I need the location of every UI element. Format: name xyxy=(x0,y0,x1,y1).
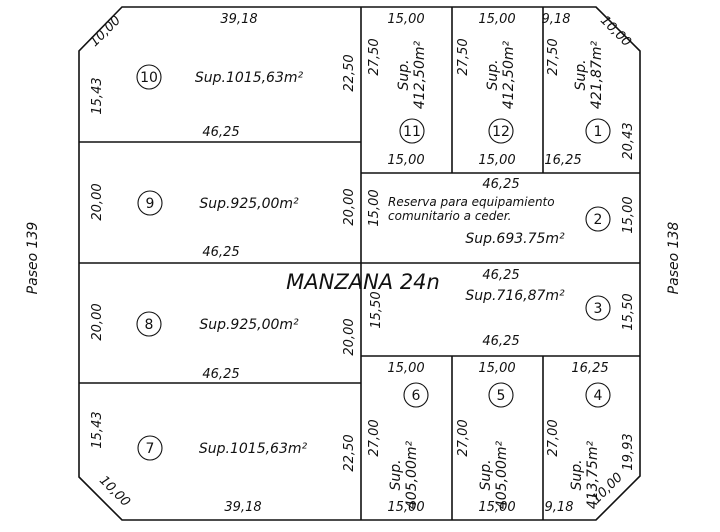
lot-number: 7 xyxy=(146,441,155,457)
svg-text:9,18: 9,18 xyxy=(545,500,574,515)
svg-text:Sup.: Sup. xyxy=(569,459,585,490)
svg-text:405,00m²: 405,00m² xyxy=(404,441,420,510)
lot-number-circles xyxy=(136,64,611,461)
svg-text:Sup.: Sup. xyxy=(478,459,494,490)
lot-area: Sup.925,00m² xyxy=(199,196,299,212)
lot-number: 3 xyxy=(594,301,603,317)
horizontal-dimensions: 39,18 15,00 15,00 9,18 46,25 15,00 15,00… xyxy=(202,12,608,515)
lot-number: 8 xyxy=(145,317,154,333)
lot-area: Sup.925,00m² xyxy=(199,317,299,333)
lot-number: 4 xyxy=(594,388,603,404)
svg-text:15,43: 15,43 xyxy=(90,411,105,448)
block-title: MANZANA 24n xyxy=(286,270,440,294)
svg-text:46,25: 46,25 xyxy=(202,245,239,260)
lot-number: 10 xyxy=(140,70,158,86)
lot-number: 5 xyxy=(497,388,506,404)
svg-text:15,00: 15,00 xyxy=(387,12,424,27)
lot-area: Sup.716,87m² xyxy=(465,288,565,304)
svg-text:16,25: 16,25 xyxy=(571,361,608,376)
svg-text:46,25: 46,25 xyxy=(202,367,239,382)
svg-text:16,25: 16,25 xyxy=(544,153,581,168)
svg-text:20,00: 20,00 xyxy=(342,188,357,225)
svg-text:10,00: 10,00 xyxy=(87,13,124,50)
lot-number: 12 xyxy=(492,124,510,140)
lot-area-rotated: Sup. 412,50m² xyxy=(396,41,428,110)
lot-area-rotated: Sup. 412,50m² xyxy=(485,41,517,110)
svg-text:15,00: 15,00 xyxy=(478,153,515,168)
lot-number: 1 xyxy=(594,124,603,140)
svg-text:15,50: 15,50 xyxy=(621,293,636,330)
svg-text:27,00: 27,00 xyxy=(546,419,561,456)
lot-area-rotated: Sup. 405,00m² xyxy=(388,441,420,510)
street-label-right: Paseo 138 xyxy=(666,222,682,295)
svg-text:15,00: 15,00 xyxy=(387,500,424,515)
svg-text:Sup.: Sup. xyxy=(396,59,412,90)
lot-number: 11 xyxy=(403,124,421,140)
vertical-dimensions: 15,43 22,50 27,50 27,50 27,50 20,43 20,0… xyxy=(90,38,636,471)
lot-number: 6 xyxy=(412,388,421,404)
svg-text:15,00: 15,00 xyxy=(387,153,424,168)
svg-text:27,00: 27,00 xyxy=(456,419,471,456)
svg-text:20,00: 20,00 xyxy=(90,303,105,340)
svg-text:20,00: 20,00 xyxy=(90,183,105,220)
lot-area: Sup.1015,63m² xyxy=(199,441,308,457)
lot-area-rotated: Sup. 405,00m² xyxy=(478,441,510,510)
svg-text:27,50: 27,50 xyxy=(367,38,382,75)
lot-area: Sup.693.75m² xyxy=(465,231,565,247)
svg-text:412,50m²: 412,50m² xyxy=(412,41,428,110)
svg-text:15,00: 15,00 xyxy=(478,500,515,515)
svg-text:15,43: 15,43 xyxy=(90,77,105,114)
svg-text:27,00: 27,00 xyxy=(367,419,382,456)
block-outline xyxy=(78,6,641,521)
svg-text:15,00: 15,00 xyxy=(478,12,515,27)
svg-text:412,50m²: 412,50m² xyxy=(501,41,517,110)
svg-text:15,00: 15,00 xyxy=(367,189,382,226)
svg-text:Sup.: Sup. xyxy=(485,59,501,90)
lot-area-rotated: Sup. 421,87m² xyxy=(573,41,605,110)
svg-text:27,50: 27,50 xyxy=(456,38,471,75)
lot-number: 2 xyxy=(594,212,603,228)
lot-number: 9 xyxy=(146,196,155,212)
lot-area: Sup.1015,63m² xyxy=(195,70,304,86)
svg-text:Sup.: Sup. xyxy=(388,459,404,490)
lot-area-rotated: Sup. 413,75m² xyxy=(569,441,601,510)
svg-text:39,18: 39,18 xyxy=(220,12,257,27)
svg-text:15,00: 15,00 xyxy=(387,361,424,376)
svg-text:413,75m²: 413,75m² xyxy=(585,441,601,510)
svg-text:22,50: 22,50 xyxy=(342,434,357,471)
svg-text:20,00: 20,00 xyxy=(342,318,357,355)
svg-text:46,25: 46,25 xyxy=(482,177,519,192)
svg-text:19,93: 19,93 xyxy=(621,433,636,470)
svg-text:Sup.: Sup. xyxy=(573,59,589,90)
svg-text:15,00: 15,00 xyxy=(478,361,515,376)
lot-note: Reserva para equipamiento xyxy=(388,195,555,209)
svg-text:10,00: 10,00 xyxy=(96,473,133,510)
svg-text:15,50: 15,50 xyxy=(369,291,384,328)
svg-text:9,18: 9,18 xyxy=(542,12,571,27)
lot-note: comunitario a ceder. xyxy=(388,209,511,223)
svg-text:39,18: 39,18 xyxy=(224,500,261,515)
svg-text:46,25: 46,25 xyxy=(482,268,519,283)
svg-text:15,00: 15,00 xyxy=(621,196,636,233)
svg-text:22,50: 22,50 xyxy=(342,54,357,91)
street-label-left: Paseo 139 xyxy=(25,222,41,295)
svg-text:20,43: 20,43 xyxy=(621,122,636,159)
svg-text:421,87m²: 421,87m² xyxy=(589,41,605,110)
svg-text:405,00m²: 405,00m² xyxy=(494,441,510,510)
svg-text:46,25: 46,25 xyxy=(202,125,239,140)
svg-text:27,50: 27,50 xyxy=(546,38,561,75)
svg-text:46,25: 46,25 xyxy=(482,334,519,349)
